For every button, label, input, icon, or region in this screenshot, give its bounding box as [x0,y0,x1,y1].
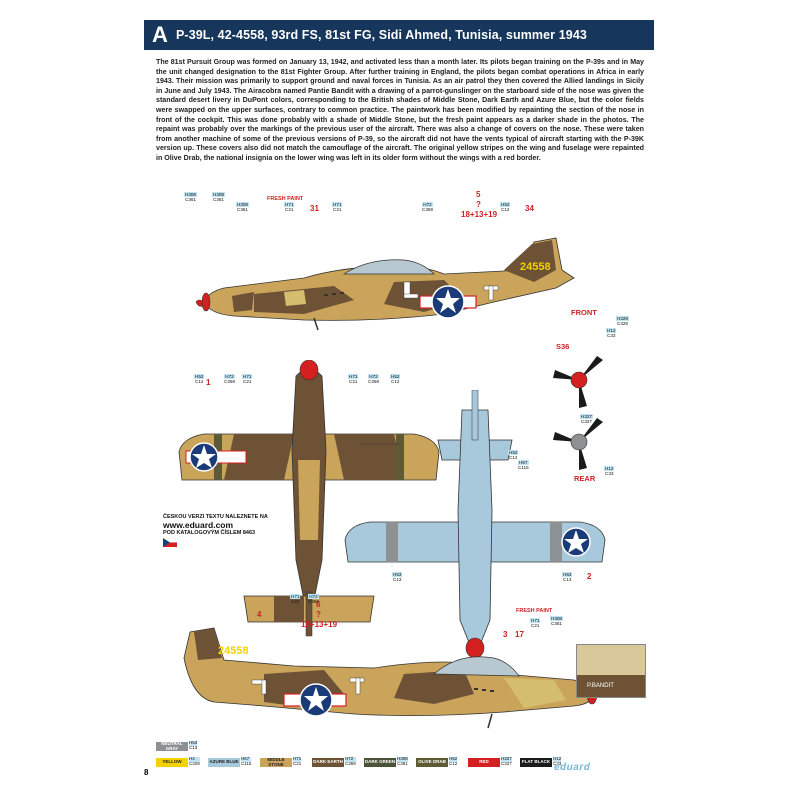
czech-note: ČESKOU VERZI TEXTU NALEZNETE NA www.edua… [162,514,303,550]
history-text: The 81st Pursuit Group was formed on Jan… [156,58,644,162]
top-view [178,360,440,637]
callout-q2: ? [316,610,321,619]
label-rear: REAR [574,474,596,483]
callout-q1: ? [476,200,481,209]
callout-17: 17 [515,630,524,639]
left-side-view: 24558 [195,237,575,331]
callout-34: 34 [525,204,534,213]
serial-bottom: 24558 [218,645,249,657]
legend-swatch: OLIVE DRAB [416,758,448,767]
callout-mix2: 18+13+19 [301,620,338,629]
czech-url[interactable]: www.eduard.com [163,519,234,530]
brand-logo: eduard [554,762,591,773]
callout-6: 6 [316,600,321,609]
legend-name: NEUTRAL GRAY [161,741,183,751]
page-number: 8 [144,768,149,777]
legend-swatch: MIDDLE STONE [260,757,292,767]
legend-name: RED [479,759,489,765]
legend-name: AZURE BLUE [209,759,239,765]
legend-swatch: FLAT BLACK [520,758,552,767]
legend-name: MIDDLE STONE [267,757,285,767]
callout-fresh-paint-top: FRESH PAINT [267,196,304,202]
legend-swatch: DARK GREEN [364,758,396,767]
serial-top: 24558 [520,261,551,273]
propeller-front [553,356,603,408]
profile-title: P-39L, 42-4558, 93rd FS, 81st FG, Sidi A… [176,28,587,42]
callout-s36: S36 [556,342,570,351]
legend-swatch: AZURE BLUE [208,758,240,767]
legend-name: YELLOW [162,759,182,765]
legend-swatch: NEUTRAL GRAY [156,741,188,751]
legend-swatch: DARK EARTH [312,758,344,767]
profile-letter: A [152,22,168,47]
czech-line1: ČESKOU VERZI TEXTU NALEZNETE NA [163,514,268,520]
legend-name: DARK EARTH [313,759,343,765]
legend-swatch: YELLOW [156,758,188,767]
callout-4: 4 [257,610,262,619]
nose-detail-inset: P.BANDIT [576,644,646,698]
instruction-sheet: A P-39L, 42-4558, 93rd FS, 81st FG, Sidi… [144,20,654,780]
callout-2: 2 [587,572,592,581]
legend-swatch: RED [468,758,500,767]
legend-name: DARK GREEN [364,759,396,765]
legend-name: OLIVE DRAB [418,759,446,765]
callout-31: 31 [310,204,319,213]
svg-text:P.BANDIT: P.BANDIT [587,683,614,689]
callout-3: 3 [503,630,508,639]
callout-mix1: 18+13+19 [461,210,498,219]
czech-flag-icon [162,537,178,547]
profile-header: A P-39L, 42-4558, 93rd FS, 81st FG, Sidi… [144,20,654,50]
label-front: FRONT [571,308,597,317]
czech-line2: POD KATALOGOVÝM ČÍSLEM 8463 [163,529,256,536]
right-side-view: 24558 [183,627,599,729]
legend-name: FLAT BLACK [521,759,551,765]
callout-5: 5 [476,190,481,199]
propeller-rear [553,418,603,470]
bottom-view [344,390,606,659]
callout-fresh-paint-bottom: FRESH PAINT [516,608,553,614]
callout-1: 1 [206,378,211,387]
